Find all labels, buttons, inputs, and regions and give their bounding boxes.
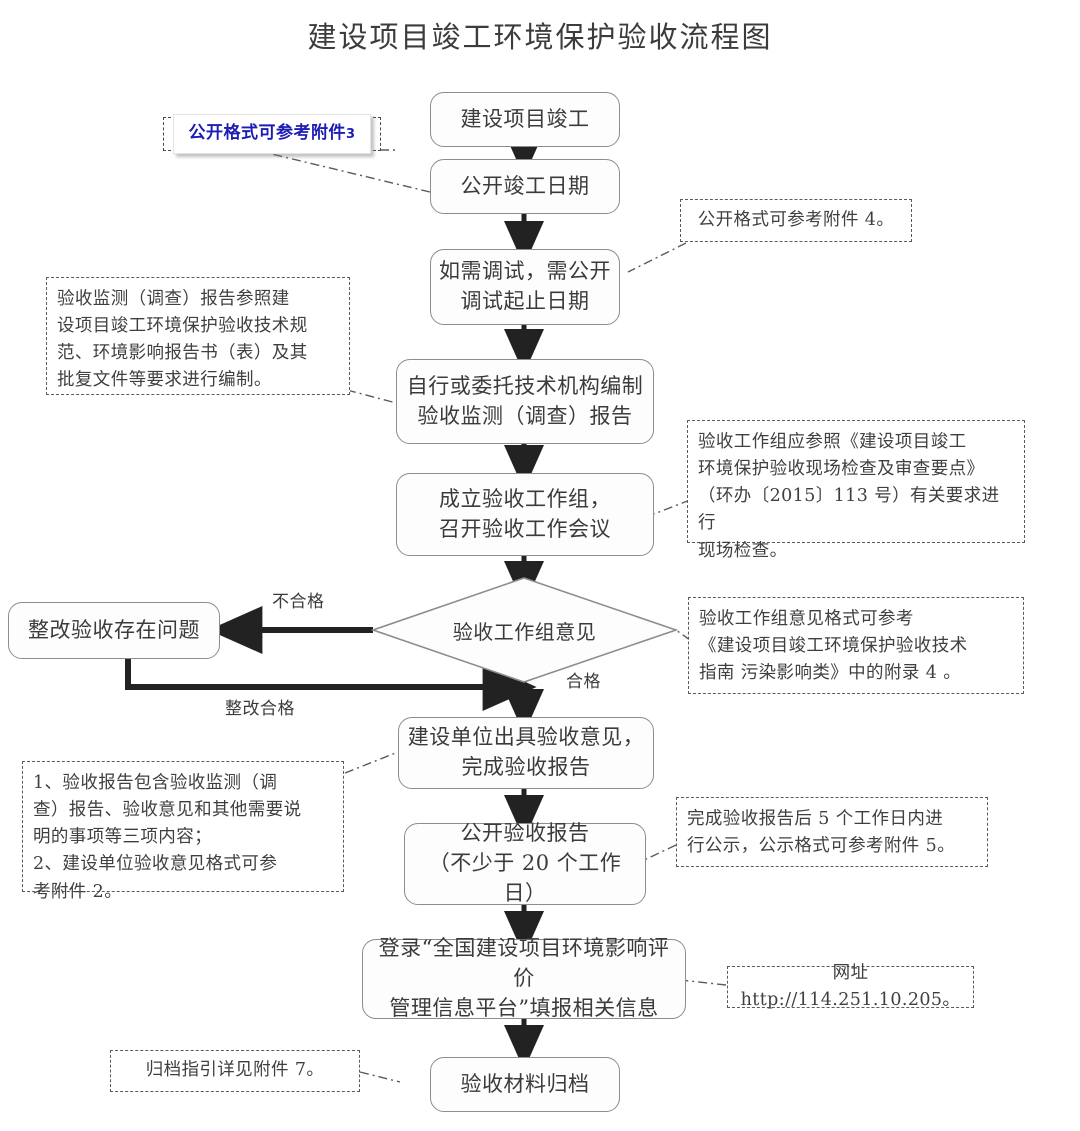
note-report-specification: 验收监测（调查）报告参照建 设项目竣工环境保护验收技术规 范、环境影响报告书（表… <box>46 277 350 395</box>
note-attachment-4: 公开格式可参考附件 4。 <box>680 199 912 242</box>
edge-label-rectified: 整改合格 <box>225 699 295 719</box>
note-workgroup-site-check: 验收工作组应参照《建设项目竣工 环境保护验收现场检查及审查要点》 （环办〔201… <box>687 420 1025 561</box>
node-label: 建设项目竣工 <box>460 106 590 131</box>
note-text: 完成验收报告后 5 个工作日内进 行公示，公示格式可参考附件 5。 <box>687 809 956 857</box>
node-workgroup-opinion[interactable]: 验收工作组意见 <box>373 578 676 682</box>
node-label: 整改验收存在问题 <box>28 617 200 642</box>
note-text: 验收工作组意见格式可参考 《建设项目竣工环境保护验收技术 指南 污染影响类》中的… <box>699 609 968 684</box>
note-attachment-3-chip: 公开格式可参考附件3 <box>173 114 371 154</box>
node-label: 成立验收工作组， 召开验收工作会议 <box>439 486 611 541</box>
node-label: 登录“全国建设项目环境影响评价 管理信息平台”填报相关信息 <box>378 936 670 1020</box>
node-label: 公开竣工日期 <box>460 173 590 198</box>
node-submit-to-platform[interactable]: 登录“全国建设项目环境影响评价 管理信息平台”填报相关信息 <box>362 936 686 1020</box>
node-project-completion[interactable]: 建设项目竣工 <box>430 92 620 147</box>
note-text: 网址 http://114.251.10.205。 <box>740 962 961 1010</box>
node-commissioning-dates[interactable]: 如需调试，需公开 调试起止日期 <box>430 249 620 325</box>
edge-label-pass: 合格 <box>566 672 601 692</box>
note-publicity-period: 完成验收报告后 5 个工作日内进 行公示，公示格式可参考附件 5。 <box>676 797 988 867</box>
note-text: 归档指引详见附件 7。 <box>145 1060 325 1081</box>
note-text: 验收监测（调查）报告参照建 设项目竣工环境保护验收技术规 范、环境影响报告书（表… <box>57 289 308 391</box>
note-text: 验收工作组应参照《建设项目竣工 环境保护验收现场检查及审查要点》 （环办〔201… <box>698 432 1000 561</box>
node-prepare-monitoring-report[interactable]: 自行或委托技术机构编制 验收监测（调查）报告 <box>396 359 654 444</box>
note-report-content: 1、验收报告包含验收监测（调 查）报告、验收意见和其他需要说 明的事项等三项内容… <box>22 761 344 902</box>
note-archive-guide: 归档指引详见附件 7。 <box>110 1050 360 1092</box>
note-opinion-format: 验收工作组意见格式可参考 《建设项目竣工环境保护验收技术 指南 污染影响类》中的… <box>688 597 1024 694</box>
node-label: 公开验收报告 （不少于 20 个工作日） <box>428 821 622 905</box>
note-text: 1、验收报告包含验收监测（调 查）报告、验收意见和其他需要说 明的事项等三项内容… <box>33 773 302 902</box>
edge-label-fail: 不合格 <box>272 592 325 612</box>
node-publish-completion-date[interactable]: 公开竣工日期 <box>430 159 620 214</box>
node-form-acceptance-workgroup[interactable]: 成立验收工作组， 召开验收工作会议 <box>396 473 654 556</box>
node-publish-acceptance-report[interactable]: 公开验收报告 （不少于 20 个工作日） <box>404 821 646 905</box>
node-label: 如需调试，需公开 调试起止日期 <box>439 259 611 313</box>
page-title: 建设项目竣工环境保护验收流程图 <box>307 20 773 54</box>
node-archive-materials[interactable]: 验收材料归档 <box>430 1057 620 1112</box>
node-label: 验收材料归档 <box>460 1071 590 1096</box>
node-label: 建设单位出具验收意见， 完成验收报告 <box>407 725 645 779</box>
node-issue-acceptance-opinion[interactable]: 建设单位出具验收意见， 完成验收报告 <box>398 717 654 789</box>
note-attachment-3: 公开格式可参考附件3 <box>163 114 381 154</box>
node-rectify-issues[interactable]: 整改验收存在问题 <box>8 602 220 659</box>
node-label: 验收工作组意见 <box>452 619 597 644</box>
node-label: 自行或委托技术机构编制 验收监测（调查）报告 <box>406 373 644 428</box>
decision-label-wrap: 验收工作组意见 <box>373 578 676 682</box>
note-text: 公开格式可参考附件 4。 <box>697 209 895 230</box>
note-attachment-3-suffix: 3 <box>345 127 356 143</box>
note-attachment-3-label: 公开格式可参考附件 <box>188 123 346 144</box>
note-platform-website: 网址 http://114.251.10.205。 <box>727 963 974 1010</box>
